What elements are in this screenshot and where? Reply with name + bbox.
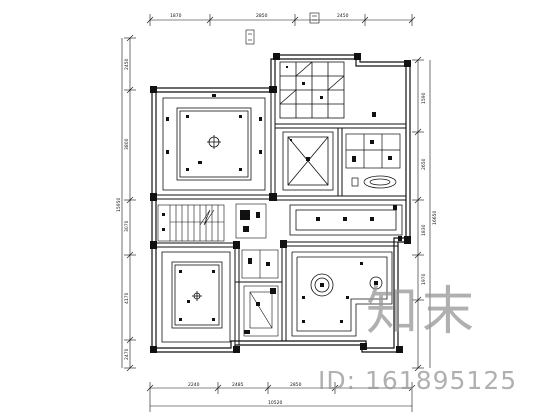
room-bottom-right-ceiling xyxy=(291,251,393,337)
section-symbol xyxy=(309,12,320,24)
watermark-id: ID: 161895125 xyxy=(318,366,518,395)
interior-walls xyxy=(156,92,406,345)
skylight-dots xyxy=(286,66,323,99)
room-bottom-left-fixtures xyxy=(179,270,215,321)
right-dim-total: 16650 xyxy=(432,211,438,225)
right-service-fixtures xyxy=(352,112,392,162)
staircase xyxy=(157,204,225,242)
right-dimension-line xyxy=(412,56,431,372)
top-dim-3: 2450 xyxy=(337,13,349,19)
bottom-dim-2: 2485 xyxy=(232,382,244,388)
bottom-dim-total: 10520 xyxy=(268,400,282,406)
top-dim-1: 1870 xyxy=(170,13,182,19)
bottom-dim-3: 2850 xyxy=(290,382,302,388)
left-dim-total: 15950 xyxy=(116,198,122,212)
corridor-ceiling xyxy=(289,204,403,236)
right-dim-1: 1590 xyxy=(421,92,427,104)
right-dim-3: 1830 xyxy=(421,224,427,236)
bottom-middle-fixtures xyxy=(244,258,276,334)
stair-hall-fixtures xyxy=(162,210,260,232)
bathroom-fixtures xyxy=(290,139,310,161)
bottom-middle-rooms xyxy=(241,249,279,337)
left-dimension-line xyxy=(121,34,136,372)
left-dim-3: 3070 xyxy=(124,220,130,232)
right-dim-2: 2650 xyxy=(421,158,427,170)
north-arrow-symbol xyxy=(245,29,255,45)
hall-ceiling xyxy=(235,203,267,239)
room-bottom-left-ceiling xyxy=(161,251,231,343)
structural-columns xyxy=(150,53,411,353)
watermark-logo: 知末 xyxy=(366,282,479,342)
room-top-left-fixtures xyxy=(166,94,262,171)
bottom-dim-1: 2240 xyxy=(188,382,200,388)
left-dim-4: 4170 xyxy=(124,292,130,304)
top-dimension-line xyxy=(146,14,416,26)
room-bottom-right-fixtures xyxy=(302,262,378,323)
top-dim-2: 2850 xyxy=(256,13,268,19)
right-dim-4: 1970 xyxy=(421,273,427,285)
left-dim-2: 3800 xyxy=(124,138,130,150)
left-dim-1: 2450 xyxy=(124,58,130,70)
left-dim-5: 2470 xyxy=(124,348,130,360)
corridor-lights xyxy=(316,205,402,241)
right-service-rooms xyxy=(345,133,401,189)
skylight-grid xyxy=(279,61,345,119)
bottom-dimension-line xyxy=(146,382,416,412)
room-top-left-ceiling xyxy=(162,97,266,191)
